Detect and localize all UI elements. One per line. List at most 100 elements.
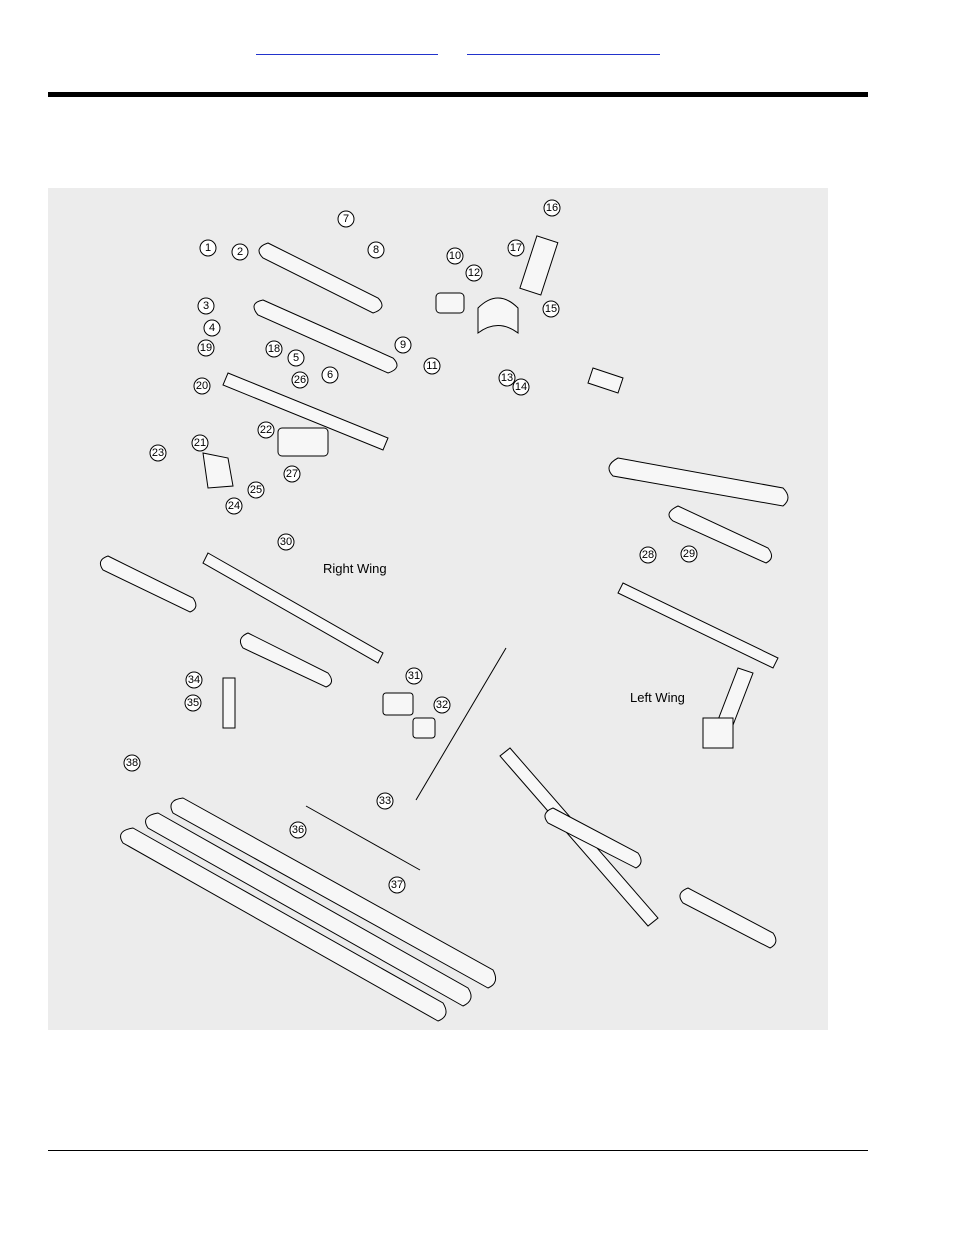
callout-12: 12: [465, 264, 483, 282]
tube-5-left: [253, 299, 398, 374]
callout-14: 14: [512, 378, 530, 396]
callout-21: 21: [191, 434, 209, 452]
svg-text:27: 27: [286, 468, 298, 480]
svg-text:24: 24: [228, 500, 240, 512]
bracket-left-wing: [702, 717, 734, 749]
tube-37-a: [145, 812, 472, 1007]
svg-text:8: 8: [373, 244, 379, 256]
divider-line: [415, 647, 507, 801]
callout-11: 11: [423, 357, 441, 375]
callout-37: 37: [388, 876, 406, 894]
callout-36: 36: [289, 821, 307, 839]
callout-2: 2: [231, 243, 249, 261]
right-wing-label: Right Wing: [323, 561, 387, 576]
svg-text:2: 2: [237, 246, 243, 258]
callout-7: 7: [337, 210, 355, 228]
svg-text:35: 35: [187, 697, 199, 709]
callout-8: 8: [367, 241, 385, 259]
fitting-11: [587, 367, 624, 394]
callout-34: 34: [185, 671, 203, 689]
callout-27: 27: [283, 465, 301, 483]
tube-5-rw-b: [239, 632, 332, 688]
svg-text:15: 15: [545, 303, 557, 315]
svg-text:9: 9: [400, 339, 406, 351]
callout-6: 6: [321, 366, 339, 384]
svg-text:26: 26: [294, 374, 306, 386]
svg-text:22: 22: [260, 424, 272, 436]
svg-text:11: 11: [426, 360, 437, 372]
tube-37-b: [120, 827, 447, 1022]
callout-13: 13: [498, 369, 516, 387]
svg-text:3: 3: [203, 300, 209, 312]
svg-text:7: 7: [343, 213, 349, 225]
tube-5-lw-a: [544, 807, 642, 869]
callout-28: 28: [639, 546, 657, 564]
callout-15: 15: [542, 300, 560, 318]
svg-text:25: 25: [250, 484, 262, 496]
bracket-23: [202, 452, 234, 489]
svg-text:29: 29: [683, 548, 695, 560]
svg-text:21: 21: [194, 437, 206, 449]
left-wing-label: Left Wing: [630, 690, 685, 705]
svg-text:14: 14: [515, 381, 527, 393]
callout-25: 25: [247, 481, 265, 499]
svg-text:32: 32: [436, 699, 448, 711]
top-divider: [48, 92, 868, 97]
callouts: 1 2 3 4 5 6 7 8 9 10 11 12 13 14 15 16 1…: [123, 199, 698, 894]
svg-text:13: 13: [501, 372, 513, 384]
callout-10: 10: [446, 247, 464, 265]
svg-text:18: 18: [268, 343, 280, 355]
svg-text:6: 6: [327, 369, 333, 381]
svg-text:37: 37: [391, 879, 403, 891]
callout-22: 22: [257, 421, 275, 439]
drawing: [99, 235, 789, 1022]
svg-text:28: 28: [642, 549, 654, 561]
callout-31: 31: [405, 667, 423, 685]
svg-text:20: 20: [196, 380, 208, 392]
motor-27: [277, 427, 329, 457]
callout-1: 1: [199, 239, 217, 257]
tube-5-rw-a: [99, 555, 197, 613]
tube-7-right: [608, 457, 789, 507]
callout-17: 17: [507, 239, 525, 257]
callout-3: 3: [197, 297, 215, 315]
svg-text:17: 17: [510, 242, 522, 254]
boom-left-wing: [617, 582, 779, 669]
svg-text:5: 5: [293, 352, 299, 364]
boom-upper-right: [222, 372, 389, 451]
svg-text:23: 23: [152, 447, 164, 459]
tube-17: [519, 235, 559, 296]
callout-16: 16: [543, 199, 561, 217]
callout-35: 35: [184, 694, 202, 712]
svg-text:34: 34: [188, 674, 200, 686]
fitting-32: [412, 717, 436, 739]
callout-19: 19: [197, 339, 215, 357]
tube-36: [170, 797, 497, 989]
callout-29: 29: [680, 545, 698, 563]
callout-30: 30: [277, 533, 295, 551]
svg-text:4: 4: [209, 322, 215, 334]
svg-text:38: 38: [126, 757, 138, 769]
callout-26: 26: [291, 371, 309, 389]
svg-text:31: 31: [408, 670, 420, 682]
elbow-15: [477, 297, 519, 334]
svg-text:30: 30: [280, 536, 292, 548]
callout-23: 23: [149, 444, 167, 462]
svg-text:33: 33: [379, 795, 391, 807]
svg-text:12: 12: [468, 267, 480, 279]
svg-text:10: 10: [449, 250, 461, 262]
svg-text:36: 36: [292, 824, 304, 836]
tube-5-lw-b: [679, 887, 777, 949]
callout-18: 18: [265, 340, 283, 358]
header-link-2[interactable]: [467, 40, 660, 55]
callout-32: 32: [433, 696, 451, 714]
spring-35: [222, 677, 236, 729]
callout-9: 9: [394, 336, 412, 354]
svg-text:16: 16: [546, 202, 558, 214]
header-link-1[interactable]: [256, 40, 438, 55]
tube-7-left: [258, 242, 383, 314]
bottom-divider: [48, 1150, 868, 1151]
fitting-31: [382, 692, 414, 716]
boom-right-wing: [202, 552, 384, 664]
callout-38: 38: [123, 754, 141, 772]
